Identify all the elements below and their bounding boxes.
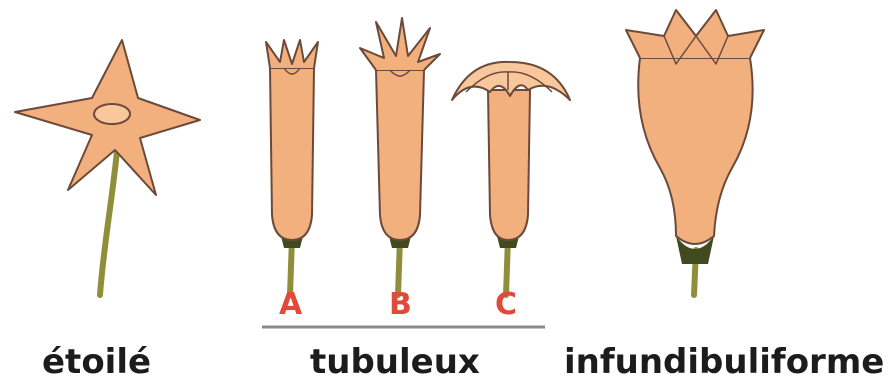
tubular-flower-b-lobes <box>360 18 440 70</box>
tubular-flower-c-tube <box>488 90 530 240</box>
funnel-flower <box>626 10 764 295</box>
letter-c: C <box>495 290 517 320</box>
star-flower-stem <box>100 140 118 295</box>
caption-infundibuliforme: infundibuliforme <box>564 345 884 379</box>
star-flower <box>15 40 200 295</box>
tubular-flower-c <box>452 62 570 295</box>
funnel-flower-corolla <box>638 58 752 244</box>
letter-a: A <box>279 290 302 320</box>
caption-etoile: étoilé <box>42 345 151 379</box>
star-flower-center <box>94 104 130 124</box>
tubular-flower-a <box>266 40 318 295</box>
tubular-flower-c-petals <box>452 62 570 100</box>
tubular-flower-a-lobes <box>266 40 318 68</box>
tubular-flower-b <box>360 18 440 295</box>
letter-b: B <box>389 290 412 320</box>
caption-tubuleux: tubuleux <box>310 345 480 379</box>
funnel-flower-lobes <box>626 10 764 58</box>
tubular-flower-b-tube <box>376 70 424 240</box>
tubular-flower-a-tube <box>270 68 314 240</box>
